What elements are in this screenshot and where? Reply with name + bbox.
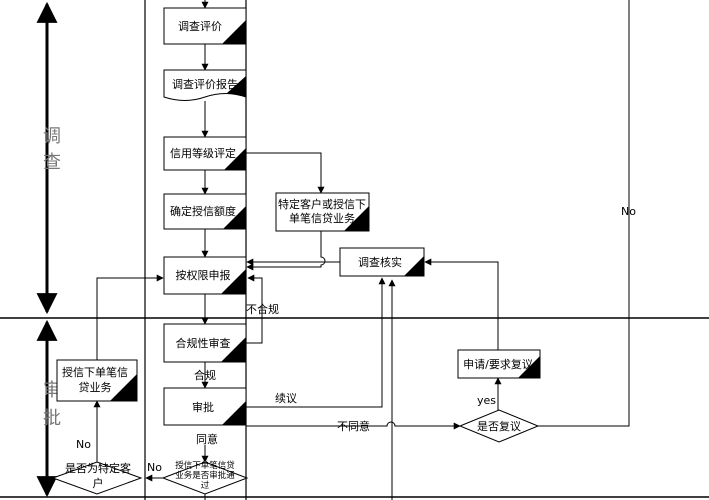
connectors — [93, 0, 630, 500]
decision-reconsider: 是否复议 — [458, 409, 540, 443]
svg-text:是否复议: 是否复议 — [477, 419, 521, 433]
label-no-left: No — [147, 461, 162, 474]
edge-single-report — [96, 274, 164, 360]
edge-disagree-decision — [246, 421, 461, 430]
node-single-credit: 授信下单笔信 贷业务 — [56, 359, 138, 402]
corner-marker — [223, 206, 246, 229]
edge-noncompliant-back — [246, 274, 263, 344]
corner-marker — [227, 76, 246, 97]
node-compliance-review: 合规性审查 — [163, 323, 247, 363]
corner-marker — [518, 356, 540, 378]
svg-text:信用等级评定: 信用等级评定 — [170, 146, 236, 160]
corner-marker — [404, 256, 424, 276]
corner-marker — [222, 401, 246, 425]
svg-text:调查评价: 调查评价 — [178, 19, 222, 33]
node-reconsider-request: 申请/要求复议 — [457, 349, 541, 379]
svg-text:按权限申报: 按权限申报 — [176, 268, 231, 282]
corner-marker — [224, 148, 246, 170]
label-disagree: 不同意 — [337, 419, 370, 433]
decision-special-client: 是否为特定客 户 — [51, 461, 143, 495]
svg-text:业务是否审批通: 业务是否审批通 — [175, 470, 235, 481]
edge-no-right — [538, 0, 630, 427]
svg-text:授信下单笔信贷: 授信下单笔信贷 — [175, 460, 235, 471]
edge-request-verify — [424, 258, 499, 350]
svg-text:特定客户或授信下: 特定客户或授信下 — [278, 197, 366, 211]
svg-text:调查评价报告: 调查评价报告 — [172, 77, 238, 91]
svg-text:申请/要求复议: 申请/要求复议 — [463, 357, 533, 371]
node-verify-survey: 调查核实 — [339, 247, 425, 277]
svg-text:是否为特定客: 是否为特定客 — [65, 461, 131, 475]
svg-text:审批: 审批 — [192, 400, 214, 414]
svg-text:贷业务: 贷业务 — [79, 380, 112, 394]
lane-label-survey-2: 查 — [43, 152, 61, 173]
lane-label-survey-1: 调 — [43, 126, 61, 147]
node-survey-report: 调查评价报告 — [163, 69, 247, 101]
label-continue: 续议 — [275, 391, 297, 405]
node-special-client: 特定客户或授信下 单笔信贷业务 — [275, 192, 370, 232]
svg-text:过: 过 — [201, 480, 210, 491]
edge-rating-special — [246, 152, 325, 194]
node-credit-limit: 确定授信额度 — [163, 193, 247, 230]
node-credit-rating: 信用等级评定 — [163, 136, 247, 171]
label-no-right: No — [621, 205, 636, 218]
decision-authority-approved: 授信下单笔信贷 业务是否审批通 过 — [161, 460, 249, 495]
corner-marker — [344, 206, 369, 231]
label-no-bottom: No — [76, 438, 91, 451]
svg-text:授信下单笔信: 授信下单笔信 — [62, 365, 128, 379]
node-authority-report: 按权限申报 — [163, 256, 247, 295]
node-survey-eval: 调查评价 — [163, 7, 247, 45]
edge-continue-verify — [246, 277, 386, 408]
label-compliant: 合规 — [194, 368, 216, 382]
svg-text:合规性审查: 合规性审查 — [176, 336, 231, 350]
label-non-compliant: 不合规 — [246, 302, 279, 316]
svg-text:调查核实: 调查核实 — [358, 255, 402, 269]
corner-marker — [221, 269, 246, 294]
corner-marker — [222, 20, 246, 44]
svg-text:单笔信贷业务: 单笔信贷业务 — [289, 211, 355, 225]
svg-text:确定授信额度: 确定授信额度 — [170, 204, 236, 218]
label-agree: 同意 — [196, 432, 218, 446]
lane-label-approval-2: 批 — [43, 408, 61, 429]
label-yes: yes — [477, 394, 496, 407]
corner-marker — [221, 337, 246, 362]
corner-marker — [110, 374, 137, 401]
svg-text:户: 户 — [93, 476, 104, 490]
node-approval: 审批 — [163, 387, 247, 426]
